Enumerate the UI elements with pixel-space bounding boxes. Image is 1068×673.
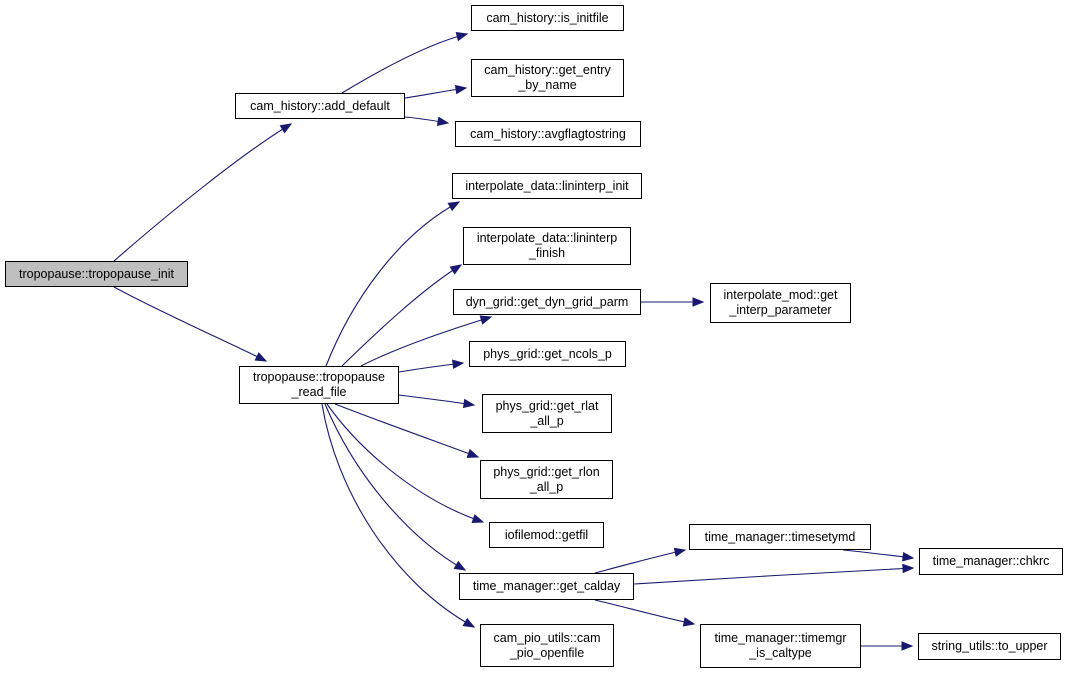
node-label-line: _read_file xyxy=(291,385,347,399)
arrowhead xyxy=(902,552,915,562)
node-label-line: cam_history::avgflagtostring xyxy=(470,126,626,141)
arrowhead xyxy=(447,201,461,212)
node-label-line: _pio_openfile xyxy=(509,645,585,660)
node-lininterp-init[interactable]: interpolate_data::lininterp_init xyxy=(452,173,642,199)
node-avgflagtostring[interactable]: cam_history::avgflagtostring xyxy=(455,121,641,147)
node-label-line: string_utils::to_upper xyxy=(931,639,1048,653)
node-label-line: phys_grid::get_ncols_p xyxy=(483,346,612,361)
node-to-upper[interactable]: string_utils::to_upper xyxy=(918,633,1061,660)
arrowhead xyxy=(901,641,914,651)
node-add-default[interactable]: cam_history::add_default xyxy=(235,93,405,119)
node-get-calday[interactable]: time_manager::get_calday xyxy=(459,573,634,600)
edge-tropopause-read-file-to-getfil xyxy=(326,403,484,523)
edge-tropopause-init-to-add-default xyxy=(113,123,292,262)
edge-get-calday-to-timemgr-is-caltype xyxy=(594,599,695,625)
arrowhead xyxy=(902,563,915,574)
node-label-line: phys_grid::get_rlat xyxy=(495,398,599,413)
arrowhead xyxy=(466,448,480,458)
edge-tropopause-read-file-to-lininterp-init xyxy=(325,201,460,367)
edge-tropopause-read-file-to-cam-pio-openfile xyxy=(321,403,475,628)
edge-tropopause-read-file-to-get-dyn-grid-parm xyxy=(360,316,492,367)
node-label-line: cam_history::is_initfile xyxy=(486,10,609,25)
edge-tropopause-read-file-to-lininterp-finish xyxy=(341,264,462,367)
node-get-entry-by-name[interactable]: cam_history::get_entry_by_name xyxy=(471,59,624,97)
node-label-line: tropopause::tropopause xyxy=(252,370,386,384)
edge-tropopause-read-file-to-get-calday xyxy=(324,403,466,571)
node-timemgr-is-caltype[interactable]: time_manager::timemgr_is_caltype xyxy=(700,624,861,668)
node-label-line: _by_name xyxy=(518,78,577,92)
edge-tropopause-read-file-to-get-rlon-all-p xyxy=(334,403,479,458)
node-get-rlon-all-p[interactable]: phys_grid::get_rlon_all_p xyxy=(480,460,613,499)
node-label-line: interpolate_data::lininterp xyxy=(476,231,618,245)
node-label-line: time_manager::get_calday xyxy=(472,579,621,593)
arrowhead xyxy=(673,547,687,557)
arrowhead xyxy=(692,297,705,307)
arrowhead xyxy=(279,123,293,134)
arrowhead xyxy=(449,264,463,275)
arrowhead xyxy=(254,352,268,362)
edge-tropopause-init-to-tropopause-read-file xyxy=(113,286,267,362)
arrowhead xyxy=(471,514,485,524)
node-label-line: interpolate_mod::get xyxy=(723,288,838,302)
arrowhead xyxy=(455,32,469,42)
node-label-line: _all_p xyxy=(529,479,564,494)
node-timesetymd[interactable]: time_manager::timesetymd xyxy=(689,524,871,550)
edge-get-calday-to-chkrc xyxy=(633,567,914,585)
node-lininterp-finish[interactable]: interpolate_data::lininterp_finish xyxy=(463,227,631,265)
arrowhead xyxy=(682,617,696,627)
edge-tropopause-read-file-to-get-rlat-all-p xyxy=(398,394,475,406)
node-label-line: _finish xyxy=(528,246,566,260)
arrowhead xyxy=(462,398,476,409)
node-get-dyn-grid-parm[interactable]: dyn_grid::get_dyn_grid_parm xyxy=(453,289,641,315)
node-label-line: tropopause::tropopause_init xyxy=(19,266,174,281)
arrowhead xyxy=(452,359,465,369)
arrowhead xyxy=(479,315,493,325)
node-chkrc[interactable]: time_manager::chkrc xyxy=(919,548,1063,575)
node-label-line: _all_p xyxy=(530,413,564,428)
node-label-line: interpolate_data::lininterp_init xyxy=(465,178,629,193)
node-tropopause-read-file[interactable]: tropopause::tropopause_read_file xyxy=(239,366,399,404)
node-label-line: iofilemod::getfil xyxy=(504,527,589,542)
node-get-ncols-p[interactable]: phys_grid::get_ncols_p xyxy=(469,341,626,367)
arrowhead xyxy=(462,617,476,628)
node-tropopause-init: tropopause::tropopause_init xyxy=(5,261,188,287)
node-label-line: _interp_parameter xyxy=(729,303,832,317)
node-label-line: cam_history::get_entry xyxy=(484,63,611,77)
node-get-rlat-all-p[interactable]: phys_grid::get_rlat_all_p xyxy=(482,394,612,433)
edge-get-calday-to-timesetymd xyxy=(594,549,686,574)
node-label-line: phys_grid::get_rlon xyxy=(493,464,600,479)
node-get-interp-parameter[interactable]: interpolate_mod::get_interp_parameter xyxy=(710,283,851,323)
node-label-line: time_manager::timemgr xyxy=(714,631,847,645)
node-label-line: time_manager::chkrc xyxy=(932,554,1050,568)
arrowhead xyxy=(453,560,467,571)
node-label-line: _is_caltype xyxy=(749,646,812,660)
node-label-line: cam_history::add_default xyxy=(250,98,390,113)
edge-add-default-to-is-initfile xyxy=(341,33,468,94)
node-getfil[interactable]: iofilemod::getfil xyxy=(489,522,604,548)
node-label-line: dyn_grid::get_dyn_grid_parm xyxy=(465,294,629,309)
node-label-line: time_manager::timesetymd xyxy=(704,529,856,544)
node-cam-pio-openfile[interactable]: cam_pio_utils::cam_pio_openfile xyxy=(480,624,614,667)
arrowhead xyxy=(454,84,468,95)
node-label-line: cam_pio_utils::cam xyxy=(493,630,601,645)
arrowhead xyxy=(436,116,450,126)
edge-timesetymd-to-chkrc xyxy=(842,549,914,559)
node-is-initfile[interactable]: cam_history::is_initfile xyxy=(471,5,624,31)
